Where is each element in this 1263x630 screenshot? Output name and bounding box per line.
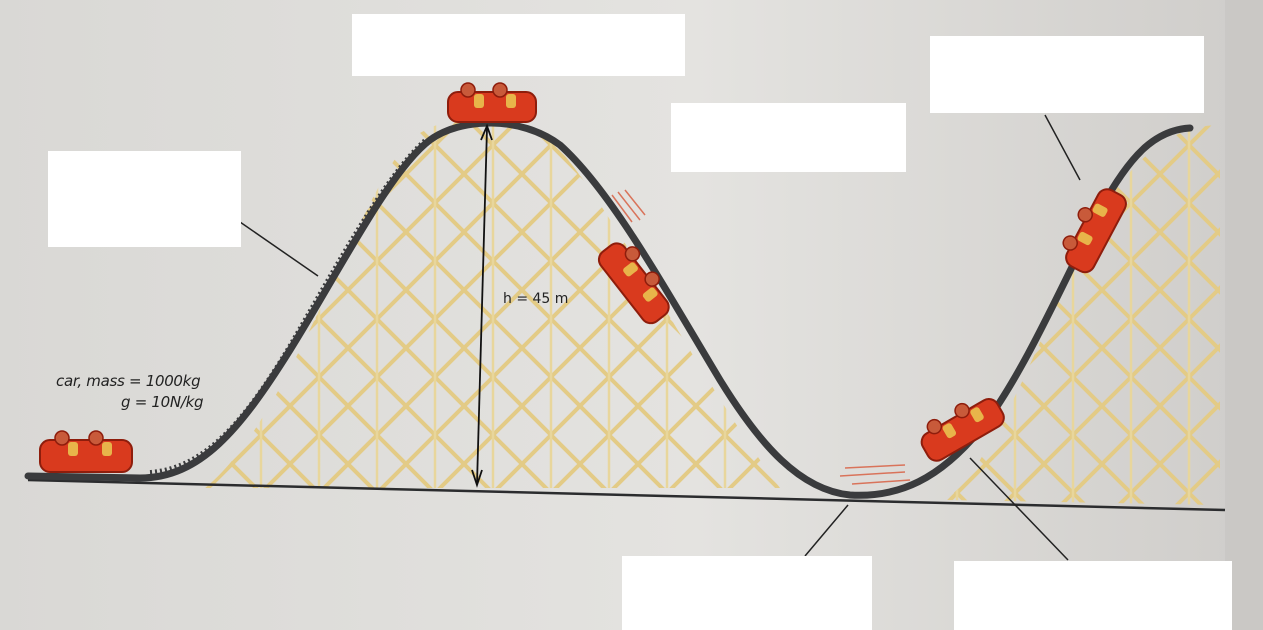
gravity-label: g = 10N/kg (121, 393, 203, 411)
label-box-top-center[interactable] (352, 14, 685, 76)
label-box-bottom-center[interactable] (622, 556, 872, 630)
dark-right-edge (1225, 0, 1263, 630)
height-label: h = 45 m (503, 291, 568, 307)
car-mass-label: car, mass = 1000kg (56, 372, 200, 390)
label-box-left[interactable] (48, 151, 241, 247)
label-box-top-right[interactable] (930, 36, 1204, 113)
label-box-bottom-right[interactable] (954, 561, 1232, 630)
label-box-middle-right[interactable] (671, 103, 906, 172)
